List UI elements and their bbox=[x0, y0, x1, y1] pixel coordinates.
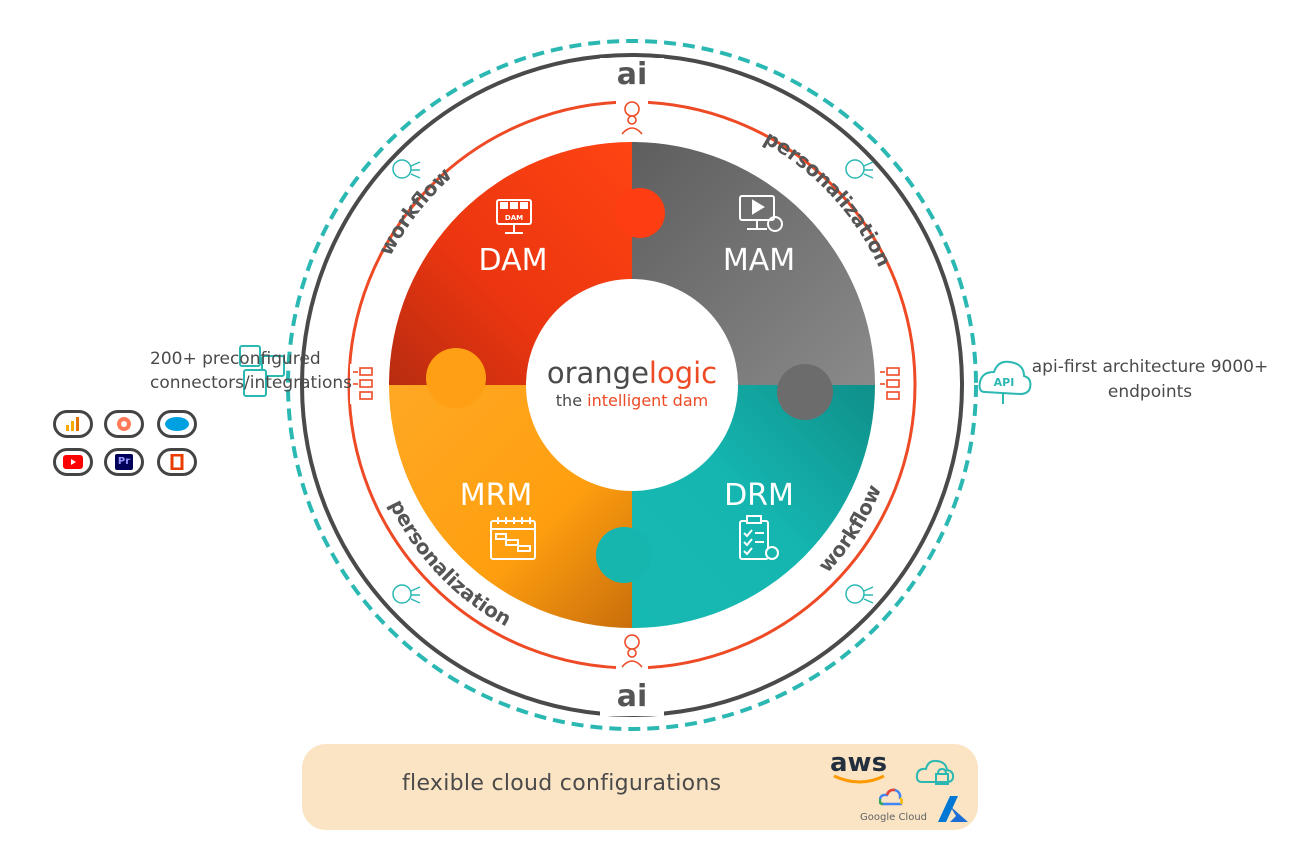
api-caption: api-first architecture 9000+ endpoints bbox=[1031, 357, 1269, 402]
cloud-lock-icon bbox=[915, 759, 955, 785]
ai-label-top: ai bbox=[617, 57, 648, 92]
mrm-knob bbox=[426, 348, 486, 408]
api-cloud-icon bbox=[978, 360, 1032, 404]
center-circle bbox=[526, 279, 738, 491]
drm-label: DRM bbox=[724, 478, 794, 513]
ai-brain-icon-top-right bbox=[845, 159, 874, 179]
media-icon bbox=[739, 195, 783, 232]
google-cloud-icon bbox=[879, 788, 903, 806]
connectors-line-1: 200+ preconfigured bbox=[150, 349, 321, 369]
calendar-gantt-icon bbox=[490, 517, 536, 560]
ai-brain-icon-bottom-right bbox=[845, 584, 874, 604]
api-badge: API bbox=[994, 376, 1015, 389]
google-cloud-label: Google Cloud bbox=[860, 812, 928, 823]
dam-knob bbox=[615, 188, 665, 238]
cloud-config-text: flexible cloud configurations bbox=[402, 771, 722, 796]
dam-monitor-icon bbox=[496, 199, 532, 234]
brand-tagline: the intelligent dam bbox=[556, 391, 708, 410]
premiere-pro-icon: Pr bbox=[104, 448, 144, 476]
puzzle-integration-icon bbox=[239, 345, 285, 397]
connectors-caption: 200+ preconfigured connectors/integratio… bbox=[150, 347, 352, 395]
dam-icon-text: DAM bbox=[505, 214, 523, 222]
workflow-icon-left bbox=[350, 364, 378, 404]
ai-label-bottom: ai bbox=[617, 679, 648, 714]
premiere-pro-text: Pr bbox=[115, 454, 133, 470]
hubspot-icon bbox=[104, 410, 144, 438]
azure-icon bbox=[938, 796, 968, 822]
checklist-icon bbox=[739, 515, 779, 560]
cloud-config-bar: flexible cloud configurations aws Google… bbox=[302, 744, 978, 830]
ai-brain-icon-bottom-left bbox=[392, 584, 421, 604]
workflow-icon-right bbox=[877, 364, 905, 404]
mam-knob bbox=[777, 364, 833, 420]
ai-brain-icon-top-left bbox=[392, 159, 421, 179]
ai-person-icon-bottom bbox=[616, 632, 648, 672]
google-analytics-icon bbox=[53, 410, 93, 438]
dam-label: DAM bbox=[479, 243, 548, 278]
office-icon bbox=[157, 448, 197, 476]
drm-knob bbox=[596, 527, 652, 583]
brand-wordmark: orangelogic bbox=[547, 356, 717, 390]
salesforce-icon bbox=[157, 410, 197, 438]
ai-person-icon-top bbox=[616, 96, 648, 136]
mrm-label: MRM bbox=[460, 478, 533, 513]
connectors-line-2: connectors/integrations bbox=[150, 373, 352, 393]
aws-smile-icon bbox=[833, 774, 885, 784]
aws-logo: aws bbox=[830, 748, 888, 778]
youtube-icon bbox=[53, 448, 93, 476]
dashed-outer-ring bbox=[286, 39, 978, 731]
mam-label: MAM bbox=[723, 243, 795, 278]
